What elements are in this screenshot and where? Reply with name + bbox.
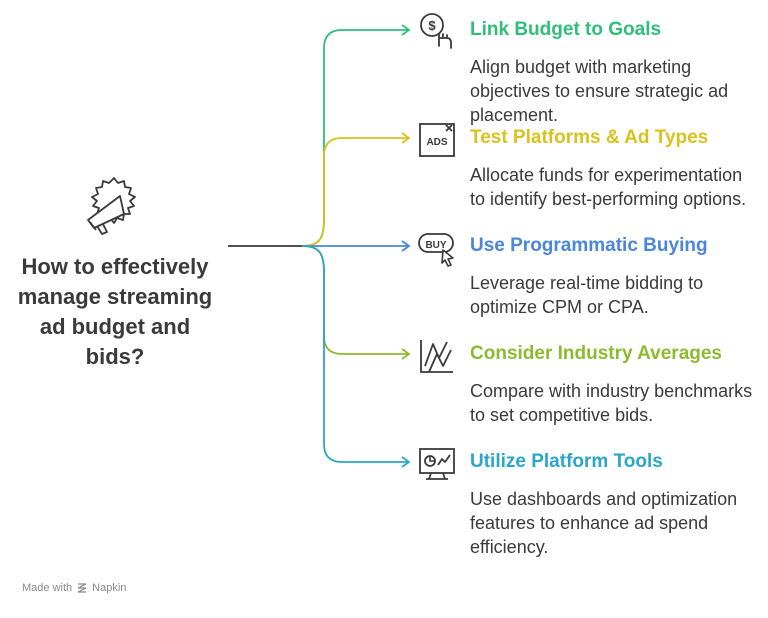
footer-attribution: Made with Napkin: [22, 582, 126, 594]
ads-window-icon: ADS: [419, 123, 455, 157]
dashboard-monitor-icon: [419, 448, 455, 480]
arrowhead-test-platforms: [401, 132, 411, 144]
buy-cursor-icon: BUY: [418, 233, 454, 267]
branch-title-test-platforms: Test Platforms & Ad Types: [470, 127, 709, 148]
branch-desc-platform-tools: Use dashboards and optimization features…: [470, 489, 738, 557]
branch-title-link-budget: Link Budget to Goals: [470, 19, 662, 40]
branch-desc-programmatic: Leverage real-time bidding to optimize C…: [470, 273, 704, 317]
arrowhead-industry-averages: [401, 348, 411, 360]
branch-desc-industry-averages: Compare with industry benchmarks to set …: [470, 381, 753, 425]
svg-text:BUY: BUY: [425, 240, 446, 251]
arrowhead-platform-tools: [401, 456, 411, 468]
made-with-label: Made with: [22, 582, 73, 594]
arrowhead-link-budget: [401, 24, 411, 36]
branch-title-platform-tools: Utilize Platform Tools: [470, 451, 663, 472]
napkin-brand-label: Napkin: [92, 582, 127, 594]
branch-title-industry-averages: Consider Industry Averages: [470, 343, 723, 364]
napkin-logo-icon: [77, 583, 87, 593]
svg-text:$: $: [428, 18, 436, 33]
branch-desc-test-platforms: Allocate funds for experimentation to id…: [470, 165, 747, 209]
svg-text:ADS: ADS: [426, 137, 447, 148]
dollar-hand-icon: $: [420, 13, 452, 49]
arrowhead-programmatic: [401, 240, 411, 252]
benchmark-chart-icon: [420, 340, 453, 373]
connector-platform-tools: [301, 245, 408, 463]
connector-industry-averages: [301, 245, 408, 355]
megaphone-icon: [87, 177, 136, 235]
central-question: How to effectively manage streaming ad b…: [17, 254, 213, 369]
connector-test-platforms: [301, 137, 408, 247]
branch-title-programmatic: Use Programmatic Buying: [470, 235, 708, 256]
branch-desc-link-budget: Align budget with marketing objectives t…: [470, 57, 729, 125]
